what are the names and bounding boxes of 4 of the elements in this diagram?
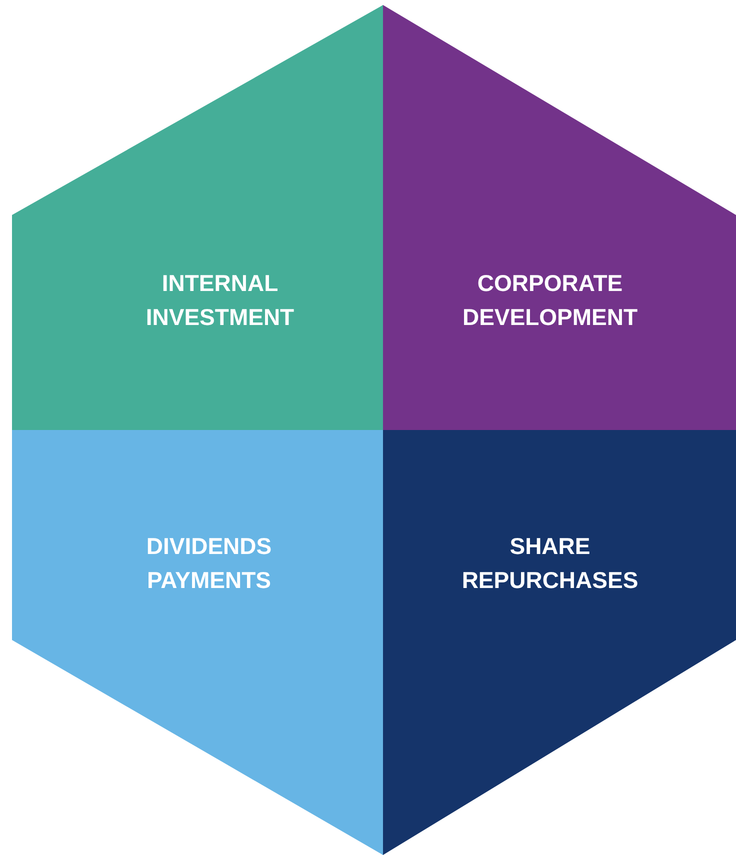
- segment-label: INTERNAL INVESTMENT: [144, 269, 296, 332]
- segment-label: SHARE REPURCHASES: [460, 532, 640, 595]
- segment-label: DIVIDENDS PAYMENTS: [145, 532, 273, 595]
- segment-label: CORPORATE DEVELOPMENT: [461, 269, 639, 332]
